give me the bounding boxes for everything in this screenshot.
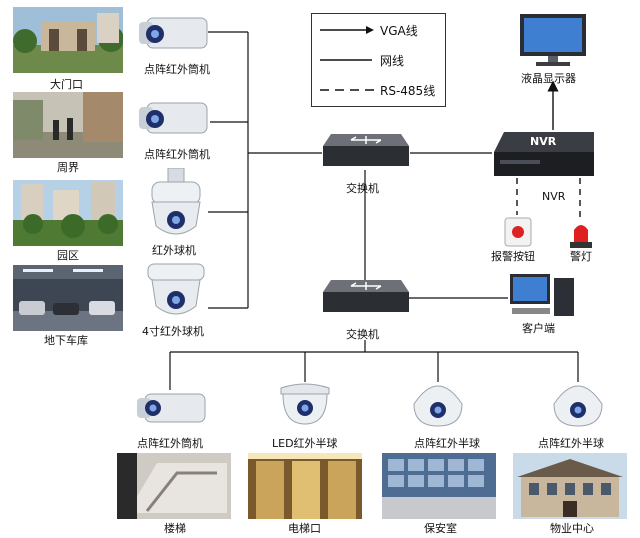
switch-top-label: 交换机 bbox=[346, 182, 379, 195]
camera-label-left-2: 点阵红外筒机 bbox=[144, 148, 210, 161]
network-switch-icon bbox=[323, 280, 409, 312]
client-label: 客户端 bbox=[522, 322, 555, 335]
alarm-light-label: 警灯 bbox=[570, 250, 592, 263]
client-pc-icon bbox=[510, 274, 574, 316]
scene-label-security-room: 保安室 bbox=[424, 522, 457, 535]
nvr-icon bbox=[494, 132, 594, 176]
dashed-line-icon bbox=[320, 89, 374, 91]
scene-label-park: 园区 bbox=[57, 249, 79, 262]
camera-label-bottom-3: 点阵红外半球 bbox=[414, 437, 480, 450]
scene-label-garage: 地下车库 bbox=[44, 334, 88, 347]
scene-label-property-center: 物业中心 bbox=[550, 522, 594, 535]
solid-line-icon bbox=[320, 59, 372, 61]
scene-photo-elevator bbox=[248, 453, 362, 519]
scene-label-gate: 大门口 bbox=[50, 78, 83, 91]
legend-vga: VGA线 bbox=[318, 20, 443, 40]
nvr-device: NVR bbox=[490, 130, 598, 180]
ptz-dome-camera-icon bbox=[151, 168, 201, 235]
camera-label-bottom-2: LED红外半球 bbox=[272, 437, 338, 450]
legend-network: 网线 bbox=[318, 50, 443, 70]
bullet-camera-icon bbox=[137, 393, 206, 423]
scene-photo-gate bbox=[13, 7, 123, 73]
alarm-button-icon bbox=[504, 217, 532, 247]
scene-label-stairs: 楼梯 bbox=[164, 522, 186, 535]
legend-network-label: 网线 bbox=[380, 54, 405, 68]
legend-box: VGA线 网线 RS-485线 bbox=[311, 13, 446, 107]
alarm-light-icon bbox=[570, 225, 592, 248]
arrow-line-icon bbox=[320, 26, 374, 34]
legend-vga-label: VGA线 bbox=[380, 24, 418, 38]
bullet-camera-icon bbox=[139, 102, 208, 134]
monitor-label: 液晶显示器 bbox=[521, 72, 576, 85]
nvr-label: NVR bbox=[542, 190, 566, 203]
network-switch-icon bbox=[323, 134, 409, 166]
dome-camera-icon bbox=[280, 383, 330, 425]
camera-label-left-3: 红外球机 bbox=[152, 244, 196, 257]
mini-ptz-camera-icon bbox=[147, 263, 205, 315]
scene-photo-security-room bbox=[382, 453, 496, 519]
bullet-camera-icon bbox=[139, 17, 208, 49]
camera-label-bottom-1: 点阵红外筒机 bbox=[137, 437, 203, 450]
dome-camera-icon bbox=[413, 385, 463, 427]
scene-photo-property-center bbox=[513, 453, 627, 519]
switch-bottom-label: 交换机 bbox=[346, 328, 379, 341]
scene-photo-stairs bbox=[117, 453, 231, 519]
scene-label-elevator: 电梯口 bbox=[288, 522, 321, 535]
camera-label-left-1: 点阵红外筒机 bbox=[144, 63, 210, 76]
scene-photo-perimeter bbox=[13, 92, 123, 158]
camera-label-left-4: 4寸红外球机 bbox=[142, 325, 204, 338]
monitor-icon bbox=[520, 14, 586, 66]
nvr-badge: NVR bbox=[530, 135, 557, 148]
scene-label-perimeter: 周界 bbox=[57, 161, 79, 174]
legend-rs485-label: RS-485线 bbox=[380, 84, 436, 98]
legend-rs485: RS-485线 bbox=[318, 80, 443, 100]
scene-photo-garage bbox=[13, 265, 123, 331]
scene-photo-park bbox=[13, 180, 123, 246]
camera-label-bottom-4: 点阵红外半球 bbox=[538, 437, 604, 450]
alarm-button-label: 报警按钮 bbox=[491, 250, 535, 263]
dome-camera-icon bbox=[553, 385, 603, 427]
